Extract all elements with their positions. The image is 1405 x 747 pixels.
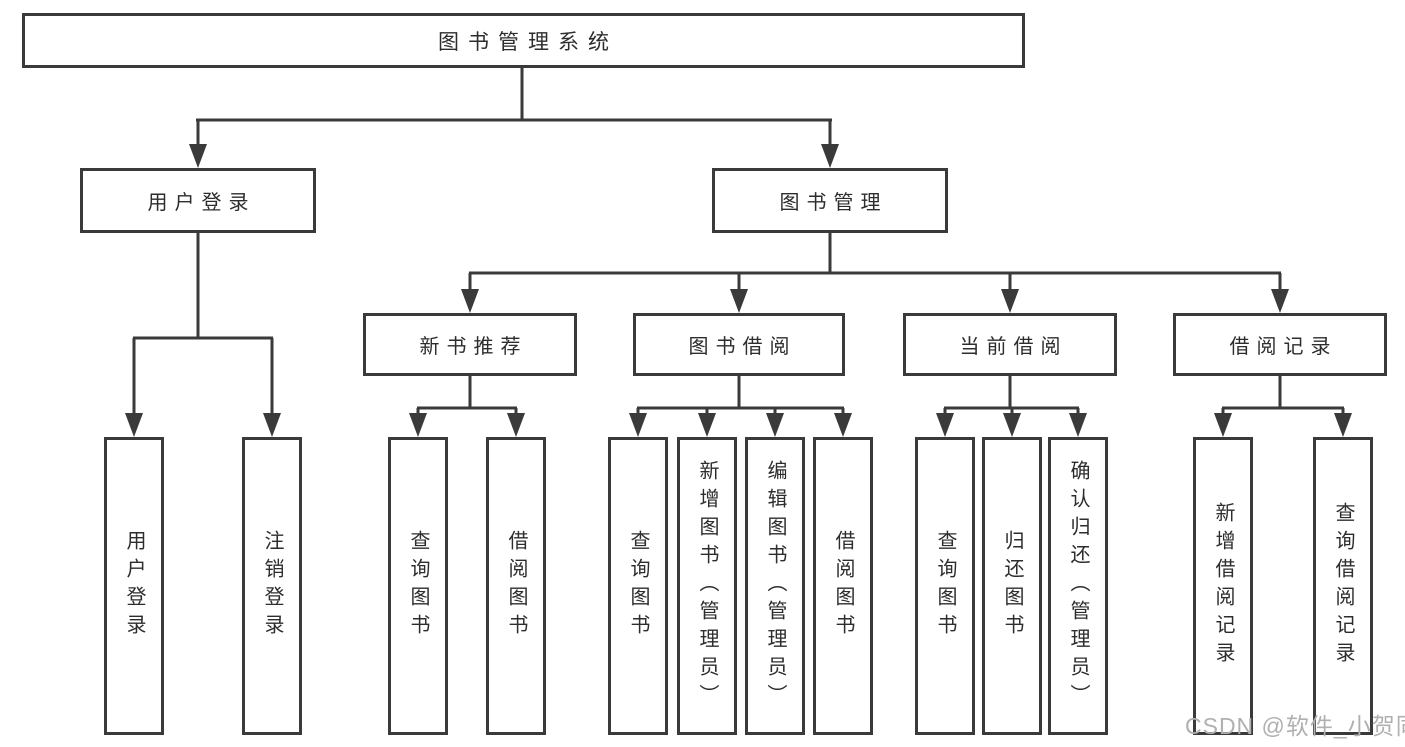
node-label: 新增图书（管理员）: [696, 460, 718, 712]
arrow-down-icon: [766, 413, 784, 437]
arrow-down-icon: [507, 413, 525, 437]
leaf-return-book: 归还图书: [982, 437, 1042, 735]
node-book-borrow: 图书借阅: [633, 313, 845, 376]
arrow-down-icon: [1001, 289, 1019, 313]
leaf-user-login: 用户登录: [104, 437, 164, 735]
node-new-book-recommend: 新书推荐: [363, 313, 577, 376]
node-label: 查询图书: [934, 530, 956, 642]
leaf-borrow-books-recommend: 借阅图书: [486, 437, 546, 735]
node-book-management: 图书管理: [712, 168, 948, 233]
leaf-query-borrow-record: 查询借阅记录: [1313, 437, 1373, 735]
arrow-down-icon: [1069, 413, 1087, 437]
connector-user-login-to-leaves: [132, 233, 274, 415]
node-label: 用户登录: [123, 530, 145, 642]
leaf-query-books-current: 查询图书: [915, 437, 975, 735]
node-label: 用户登录: [147, 192, 256, 214]
arrowheads: [125, 144, 1352, 437]
node-label: 确认归还（管理员）: [1067, 460, 1089, 712]
node-label: 借阅图书: [832, 530, 854, 642]
leaf-logout: 注销登录: [242, 437, 302, 735]
node-label: 查询图书: [627, 530, 649, 642]
csdn-watermark: CSDN @软件_小贺同学: [1185, 713, 1405, 739]
arrow-down-icon: [263, 413, 281, 437]
node-current-borrow: 当前借阅: [903, 313, 1117, 376]
node-label: 图书管理: [779, 192, 888, 214]
connector-borrow-records-splitter: [1221, 376, 1345, 415]
leaf-add-borrow-record: 新增借阅记录: [1193, 437, 1253, 735]
arrow-down-icon: [730, 289, 748, 313]
arrow-down-icon: [936, 413, 954, 437]
leaf-borrow-books: 借阅图书: [813, 437, 873, 735]
connector-root-to-level2: [196, 68, 832, 146]
arrow-down-icon: [1334, 413, 1352, 437]
arrow-down-icon: [461, 289, 479, 313]
leaf-query-books-recommend: 查询图书: [388, 437, 448, 735]
arrow-down-icon: [409, 413, 427, 437]
arrow-down-icon: [125, 413, 143, 437]
arrow-down-icon: [1003, 413, 1021, 437]
leaf-confirm-return-admin: 确认归还（管理员）: [1048, 437, 1108, 735]
arrow-down-icon: [821, 144, 839, 168]
node-borrow-records: 借阅记录: [1173, 313, 1387, 376]
arrow-down-icon: [698, 413, 716, 437]
node-label: 新增借阅记录: [1212, 502, 1234, 670]
leaf-add-book-admin: 新增图书（管理员）: [677, 437, 737, 735]
arrow-down-icon: [629, 413, 647, 437]
node-label: 新书推荐: [419, 336, 528, 358]
node-label: 图书管理系统: [438, 30, 618, 54]
leaf-edit-book-admin: 编辑图书（管理员）: [745, 437, 805, 735]
node-label: 借阅记录: [1229, 336, 1338, 358]
connector-current-borrow-splitter: [943, 376, 1080, 415]
connector-new-book-splitter: [416, 376, 518, 415]
leaf-query-books-borrow: 查询图书: [608, 437, 668, 735]
node-user-login: 用户登录: [80, 168, 316, 233]
node-label: 注销登录: [261, 530, 283, 642]
node-label: 查询图书: [407, 530, 429, 642]
arrow-down-icon: [1271, 289, 1289, 313]
arrow-down-icon: [834, 413, 852, 437]
node-root-library-system: 图书管理系统: [22, 13, 1025, 68]
arrow-down-icon: [1214, 413, 1232, 437]
node-label: 借阅图书: [505, 530, 527, 642]
node-label: 查询借阅记录: [1332, 502, 1354, 670]
node-label: 当前借阅: [959, 336, 1068, 358]
node-label: 图书借阅: [688, 336, 797, 358]
connector-book-mgmt-to-level3: [468, 233, 1282, 291]
arrow-down-icon: [189, 144, 207, 168]
node-label: 归还图书: [1001, 530, 1023, 642]
node-label: 编辑图书（管理员）: [764, 460, 786, 712]
connector-book-borrow-splitter: [636, 376, 845, 415]
